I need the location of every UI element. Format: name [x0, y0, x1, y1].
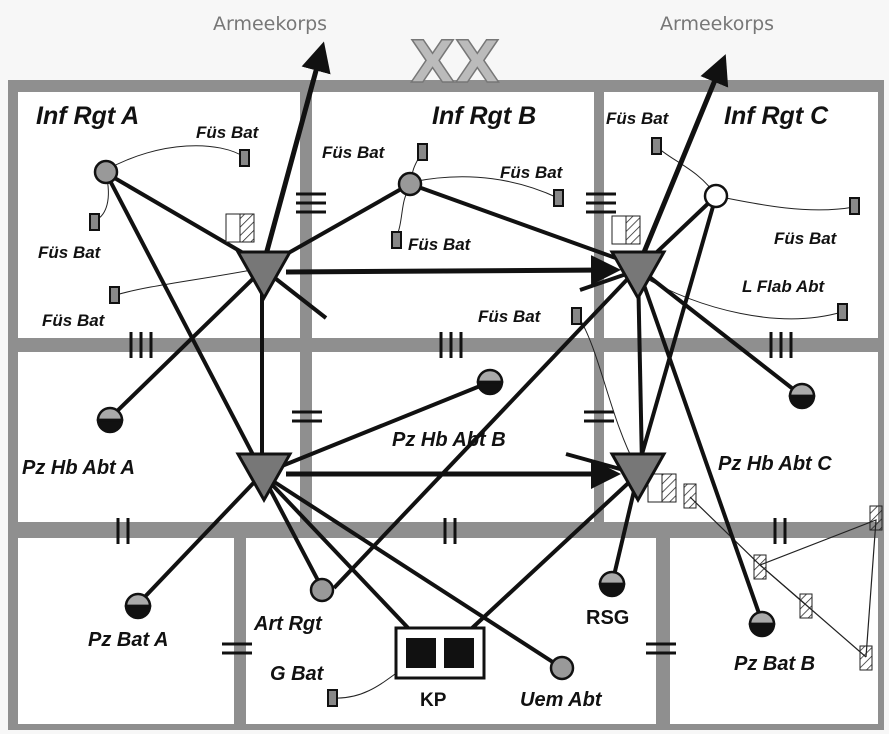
cp-arrows — [285, 255, 621, 489]
kp-command-post — [394, 626, 486, 680]
cp-triangle-a2 — [235, 452, 293, 504]
thick-links — [104, 171, 804, 670]
label-armeekorps-right: Armeekorps — [660, 13, 774, 35]
corps-arrows — [261, 41, 729, 263]
label-fus-bat-b1: Füs Bat — [322, 143, 386, 162]
node-pz-hb-abt-b — [476, 368, 504, 396]
label-pz-hb-abt-a: Pz Hb Abt A — [22, 457, 135, 479]
label-fus-bat-c1: Füs Bat — [606, 109, 670, 128]
command-posts — [235, 250, 667, 504]
label-fus-bat-b2: Füs Bat — [500, 163, 564, 182]
node-inf-rgt-c — [703, 183, 729, 209]
label-rsg: RSG — [586, 607, 629, 629]
label-art-rgt: Art Rgt — [253, 613, 323, 635]
node-rsg — [598, 570, 626, 598]
cp-triangle-c — [609, 250, 667, 302]
label-fus-bat-c2: Füs Bat — [774, 229, 838, 248]
node-pz-bat-a — [124, 592, 152, 620]
label-g-bat: G Bat — [270, 663, 325, 685]
label-inf-rgt-b: Inf Rgt B — [432, 102, 536, 130]
battalion-boxes — [89, 137, 860, 707]
boundary-markers — [116, 192, 793, 655]
node-pz-hb-abt-c — [788, 382, 816, 410]
label-fus-bat-c3: Füs Bat — [478, 307, 542, 326]
division-symbol: XX — [410, 28, 499, 96]
node-inf-rgt-a — [93, 159, 119, 185]
label-fus-bat-b3: Füs Bat — [408, 235, 472, 254]
unit-nodes — [93, 159, 729, 681]
label-kp: KP — [420, 690, 447, 711]
node-uem-abt — [549, 655, 575, 681]
split-nodes — [96, 368, 816, 638]
label-inf-rgt-a: Inf Rgt A — [36, 102, 139, 130]
node-inf-rgt-b — [397, 171, 423, 197]
label-uem-abt: Uem Abt — [520, 689, 603, 711]
label-fus-bat-a2: Füs Bat — [38, 243, 102, 262]
label-fus-bat-a1: Füs Bat — [196, 123, 260, 142]
label-armeekorps-left: Armeekorps — [213, 13, 327, 35]
label-pz-hb-abt-b: Pz Hb Abt B — [392, 429, 506, 451]
label-pz-hb-abt-c: Pz Hb Abt C — [718, 453, 832, 475]
label-fus-bat-a3: Füs Bat — [42, 311, 106, 330]
label-l-flab-abt: L Flab Abt — [742, 277, 826, 296]
cp-flags — [225, 213, 883, 671]
label-pz-bat-b: Pz Bat B — [734, 653, 815, 675]
cp-triangle-a — [235, 250, 293, 302]
label-inf-rgt-c: Inf Rgt C — [724, 102, 829, 130]
node-art-rgt — [309, 577, 335, 603]
label-pz-bat-a: Pz Bat A — [88, 629, 168, 651]
cp-triangle-b2 — [609, 452, 667, 504]
node-pz-bat-b — [748, 610, 776, 638]
node-pz-hb-abt-a — [96, 406, 124, 434]
sector-grid — [8, 80, 884, 730]
